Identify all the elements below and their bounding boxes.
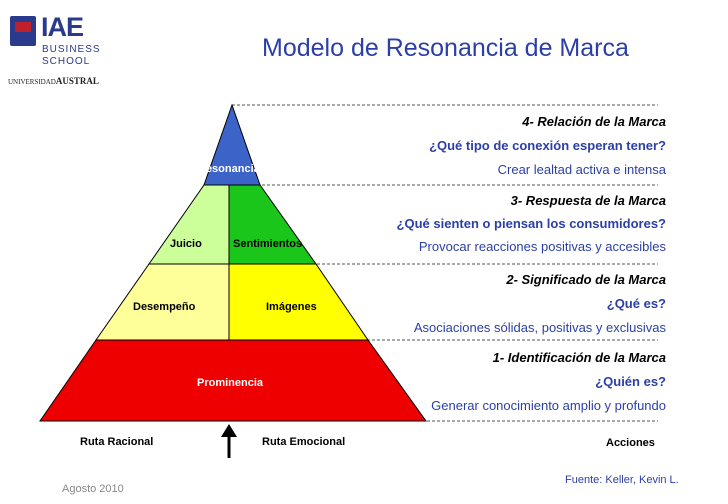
logo-university-prefix: UNIVERSIDAD <box>8 78 56 86</box>
level-4-description: Crear lealtad activa e intensa <box>497 162 666 177</box>
level-4-heading: 4- Relación de la Marca <box>522 114 666 129</box>
level-3-description: Provocar reacciones positivas y accesibl… <box>418 239 666 254</box>
label-resonancia: Resonancia <box>198 163 260 175</box>
ruta-emocional-label: Ruta Emocional <box>262 436 346 448</box>
logo-line-2: SCHOOL <box>42 56 91 67</box>
acciones-label: Acciones <box>606 437 655 449</box>
level-2-description: Asociaciones sólidas, positivas y exclus… <box>413 320 666 335</box>
level-1-heading: 1- Identificación de la Marca <box>492 350 666 365</box>
level-1-description: Generar conocimiento amplio y profundo <box>431 398 666 413</box>
logo-university: UNIVERSIDADAUSTRAL <box>8 76 99 86</box>
footer-date: Agosto 2010 <box>62 483 124 495</box>
level-3-heading: 3- Respuesta de la Marca <box>510 193 666 208</box>
label-imagenes: Imágenes <box>266 301 317 313</box>
pyramid-sentimientos <box>228 184 317 265</box>
logo-university-name: AUSTRAL <box>55 76 99 86</box>
label-prominencia: Prominencia <box>197 377 264 389</box>
label-sentimientos: Sentimientos <box>233 238 303 250</box>
logo-line-1: BUSINESS <box>42 44 101 55</box>
pyramid-prominencia <box>39 339 427 422</box>
level-2-question: ¿Qué es? <box>606 296 666 311</box>
label-juicio: Juicio <box>170 238 202 250</box>
iae-logo: IAE BUSINESS SCHOOL UNIVERSIDADAUSTRAL <box>8 10 101 90</box>
label-desempeno: Desempeño <box>133 301 196 313</box>
footer-source: Fuente: Keller, Kevin L. <box>565 474 679 486</box>
shield-icon <box>10 16 36 46</box>
up-arrow-icon <box>221 424 237 458</box>
level-4-question: ¿Qué tipo de conexión esperan tener? <box>429 138 666 153</box>
pyramid-juicio <box>148 184 230 265</box>
logo-brand: IAE <box>41 12 84 42</box>
ruta-racional-label: Ruta Racional <box>80 436 154 448</box>
level-1-question: ¿Quién es? <box>595 374 666 389</box>
level-2-heading: 2- Significado de la Marca <box>506 272 666 287</box>
page-title: Modelo de Resonancia de Marca <box>262 34 629 62</box>
level-3-question: ¿Qué sienten o piensan los consumidores? <box>396 216 666 231</box>
